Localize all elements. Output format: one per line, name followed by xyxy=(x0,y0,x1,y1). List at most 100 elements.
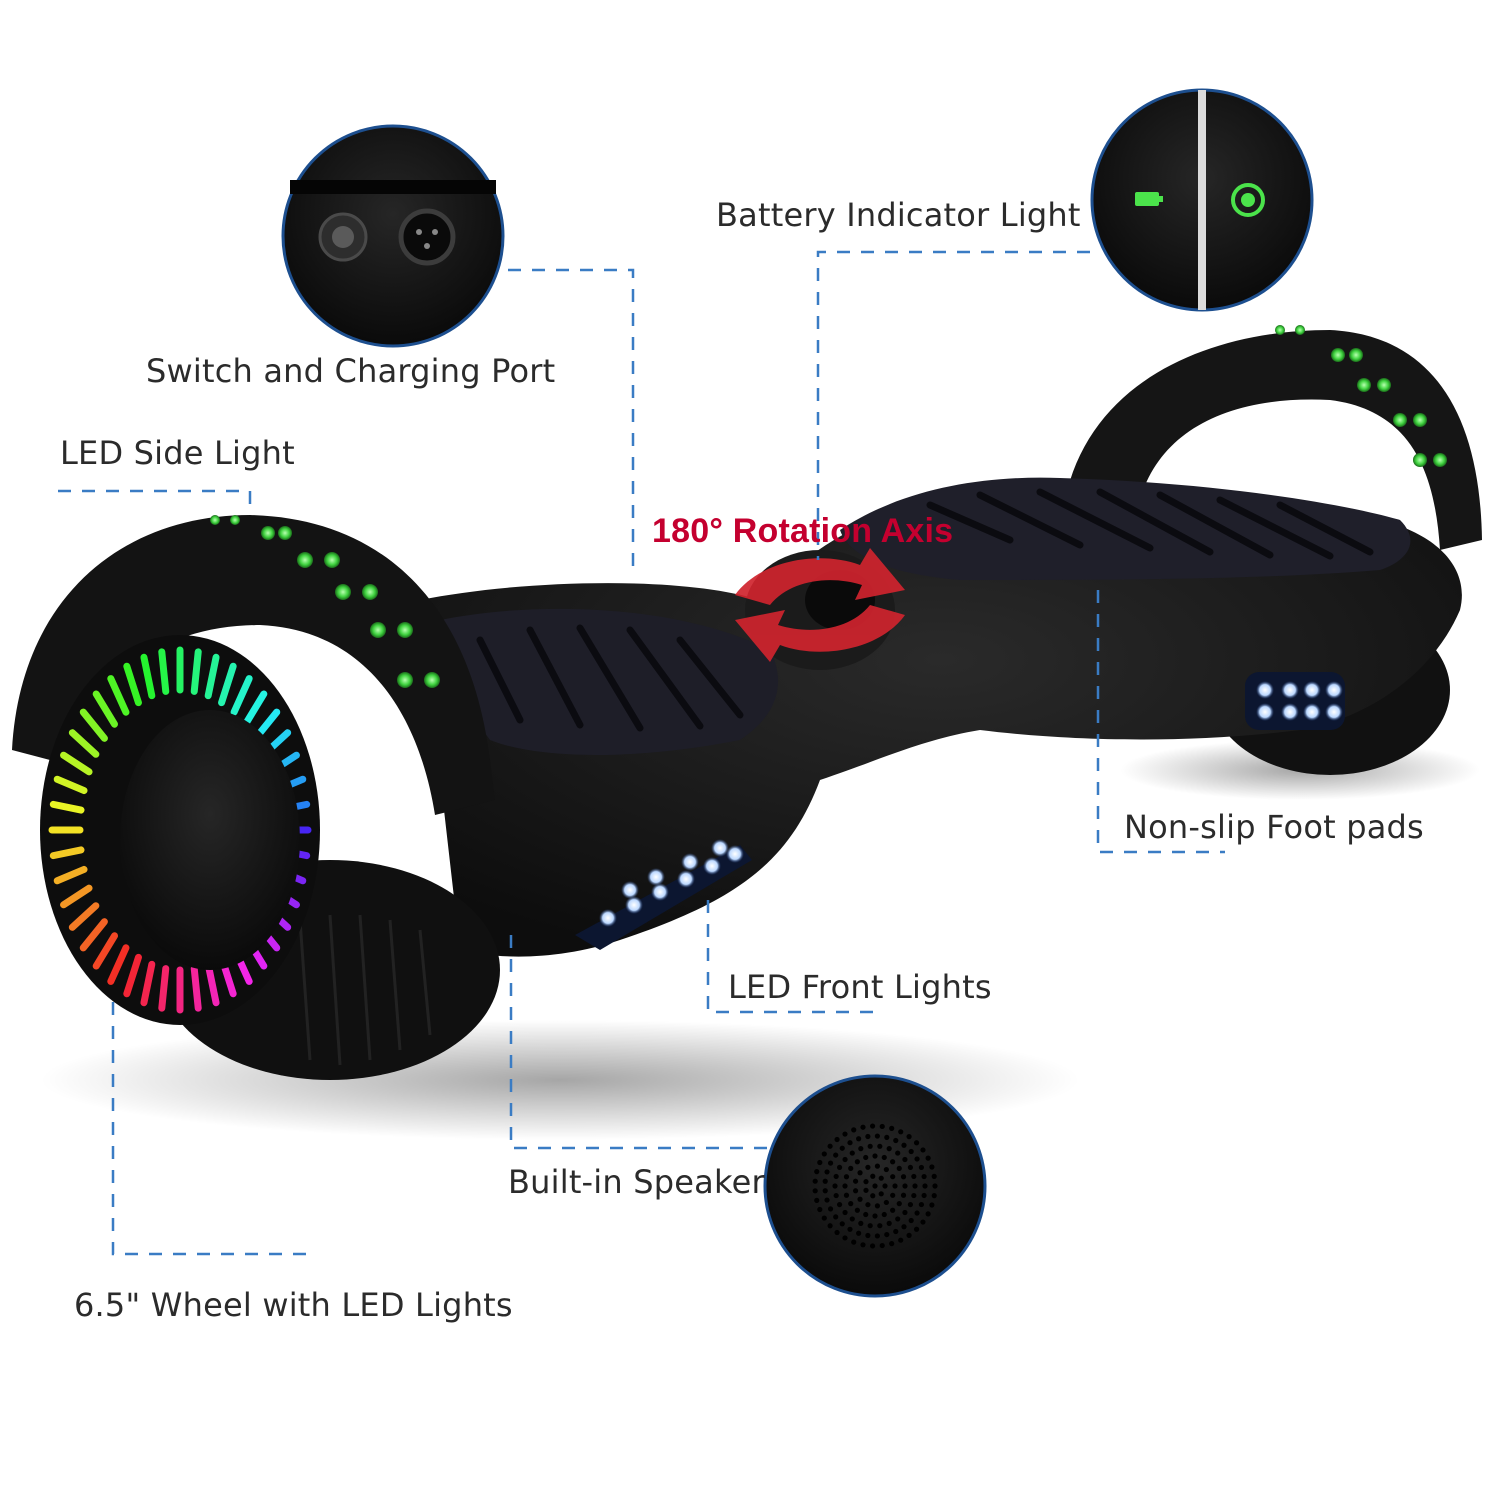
battery-indicator-icon xyxy=(1135,192,1159,206)
speaker-hole xyxy=(911,1192,917,1199)
tire-tread xyxy=(298,914,432,1066)
speaker-hole xyxy=(865,1164,871,1170)
speaker-hole xyxy=(900,1174,907,1180)
speaker-hole xyxy=(851,1127,857,1133)
speaker-hole xyxy=(920,1147,926,1153)
wheel-led-spoke xyxy=(68,902,100,931)
speaker-hole xyxy=(908,1217,914,1224)
speaker-hole xyxy=(901,1142,907,1148)
speaker-hole xyxy=(817,1206,823,1213)
led-side-light-label: LED Side Light xyxy=(60,434,295,472)
speaker-hole xyxy=(869,1243,876,1249)
speaker-hole xyxy=(852,1188,859,1194)
speaker-hole xyxy=(902,1156,908,1163)
wheel-led-spoke xyxy=(49,846,85,860)
speaker-hole xyxy=(932,1183,938,1189)
charging-port-icon xyxy=(398,208,456,266)
speaker-hole xyxy=(867,1223,873,1229)
front-lights-label: LED Front Lights xyxy=(728,968,992,1006)
speaker-hole xyxy=(854,1207,860,1213)
speaker-hole xyxy=(902,1183,908,1189)
left-pad-ridges xyxy=(476,624,744,732)
speaker-hole xyxy=(872,1153,878,1159)
wheel-led-spoke xyxy=(190,648,202,695)
speaker-hole xyxy=(858,1220,864,1227)
speaker-hole xyxy=(902,1209,908,1216)
speaker-hole xyxy=(856,1230,862,1236)
speaker-hole xyxy=(822,1188,828,1194)
speaker-hole xyxy=(931,1193,937,1199)
speaker-hole xyxy=(851,1239,857,1245)
wheel-led-spoke xyxy=(49,800,85,814)
speaker-hole xyxy=(824,1197,830,1203)
wheel-led-spoke xyxy=(92,690,119,728)
speaker-hole xyxy=(893,1228,899,1235)
speaker-hole xyxy=(857,1170,863,1176)
speaker-hole xyxy=(827,1143,833,1149)
wheel-led-spoke xyxy=(218,662,237,707)
wheel-led-spoke xyxy=(230,675,253,716)
right-front-leds xyxy=(1256,681,1343,721)
speaker-hole xyxy=(896,1165,902,1171)
speaker-hole xyxy=(931,1173,937,1179)
speaker-hole xyxy=(896,1201,902,1207)
speaker-hole xyxy=(821,1151,827,1157)
speaker-hole xyxy=(842,1131,848,1137)
speaker-hole xyxy=(889,1125,895,1131)
left-side-leds xyxy=(210,515,440,688)
speaker-hole xyxy=(874,1203,881,1209)
speaker-hole xyxy=(870,1193,876,1199)
wheel-label: 6.5" Wheel with LED Lights xyxy=(74,1286,513,1324)
speaker-hole xyxy=(833,1152,839,1158)
speaker-hole xyxy=(921,1192,927,1199)
speaker-hole xyxy=(877,1143,883,1149)
speaker-hole xyxy=(913,1140,920,1146)
speaker-hole xyxy=(856,1136,862,1142)
speaker-hole xyxy=(827,1223,833,1229)
speaker-hole xyxy=(890,1192,896,1198)
speaker-hole xyxy=(821,1215,827,1221)
speaker-hole xyxy=(833,1192,839,1199)
speaker-hole xyxy=(865,1133,871,1140)
speaker-hole xyxy=(914,1156,920,1162)
speaker-hole xyxy=(814,1169,820,1175)
speaker-hole xyxy=(836,1201,843,1208)
speaker-hole xyxy=(906,1134,912,1140)
wheel-led-spoke xyxy=(53,775,88,795)
speaker-hole xyxy=(883,1166,889,1173)
speaker-hole xyxy=(898,1237,904,1243)
speaker-hole xyxy=(849,1150,855,1156)
speaker-hole xyxy=(852,1178,859,1184)
speaker-hole xyxy=(827,1160,834,1166)
hoverboard-body xyxy=(420,500,1462,957)
switch-charging-inset xyxy=(281,124,505,348)
speaker-hole xyxy=(842,1156,848,1163)
wheel-led-spoke xyxy=(158,965,170,1012)
speaker-hole xyxy=(860,1242,866,1248)
speaker-hole xyxy=(886,1145,892,1152)
power-indicator-icon xyxy=(1231,183,1265,217)
speaker-hole xyxy=(900,1192,907,1198)
wheel-led-spoke xyxy=(204,960,220,1007)
speaker-hole xyxy=(913,1226,920,1232)
speaker-hole xyxy=(812,1188,818,1194)
wheel-led-spoke xyxy=(190,965,202,1012)
battery-indicator-inset xyxy=(1090,88,1314,312)
speaker-hole xyxy=(833,1214,839,1220)
wheel-led-spoke xyxy=(241,690,268,728)
speaker-hole xyxy=(922,1183,928,1189)
left-front-leds xyxy=(599,839,744,927)
speaker-hole xyxy=(824,1169,830,1175)
speaker-hole xyxy=(890,1207,896,1213)
wheel-led-spoke xyxy=(60,884,93,909)
speaker-hole xyxy=(907,1164,914,1171)
speaker-hole xyxy=(874,1133,880,1139)
speaker-hole xyxy=(872,1183,878,1189)
speaker-hole xyxy=(836,1164,843,1171)
speaker-hole xyxy=(907,1201,914,1208)
wheel-led-spoke xyxy=(204,653,220,700)
speaker-hole xyxy=(860,1124,866,1130)
speaker-grille-icon xyxy=(812,1123,938,1249)
speaker-hole xyxy=(858,1145,864,1152)
speaker-hole xyxy=(881,1211,887,1218)
